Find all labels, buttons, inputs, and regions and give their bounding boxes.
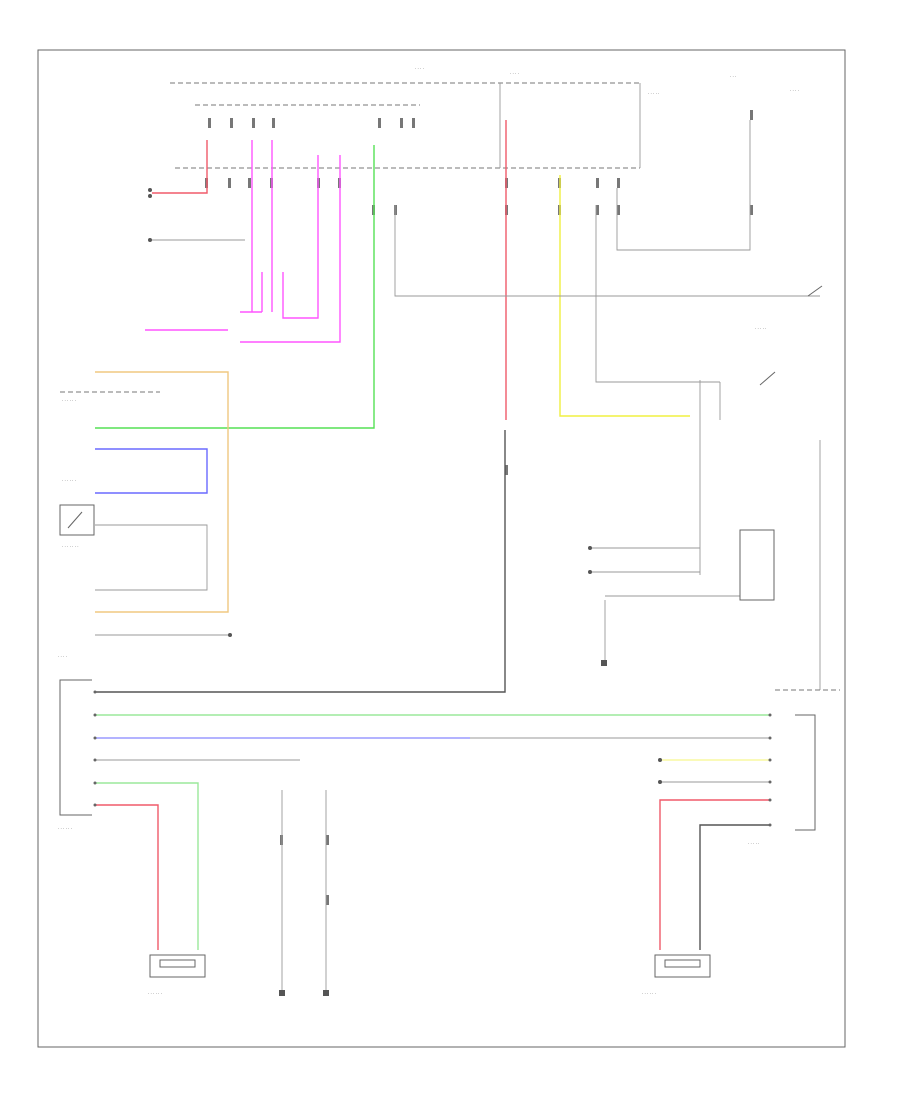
wire-gray-5 <box>95 524 208 591</box>
fuse-note: · · · · <box>790 88 799 93</box>
ecu-left-note: · · · · · · <box>58 826 72 831</box>
wire-red-right-sensor <box>659 799 770 950</box>
wire-red-left-sensor <box>95 804 159 950</box>
junction-label: · · · · <box>415 66 424 71</box>
wire-orange-1 <box>95 371 229 613</box>
ecu-right-note: · · · · · <box>748 841 759 846</box>
wire-gray-3 <box>595 205 720 383</box>
wire-black <box>95 120 821 995</box>
wire-orange <box>95 371 229 613</box>
ground-symbols <box>148 188 662 996</box>
wire-green-top <box>95 145 375 429</box>
left-block-note: · · · · · · <box>62 478 76 483</box>
wire-green-left-sensor <box>95 782 199 950</box>
wire-black-ecu <box>95 430 506 693</box>
wire-gray-2 <box>394 205 820 297</box>
wire-green <box>95 145 770 950</box>
left-block-label: · · · · · · <box>62 398 76 403</box>
sensor-right-label: · · · · · · <box>642 991 656 996</box>
junction-label-2: · · · · <box>510 71 519 76</box>
left-ecu-box: · · · · · · · · · · <box>58 654 92 831</box>
wire-black-right <box>699 824 770 950</box>
wire-red <box>95 120 770 950</box>
sensor-left-label: · · · · · · <box>148 991 162 996</box>
sensor-right: · · · · · · <box>642 954 711 996</box>
ecu-left-label: · · · · <box>58 654 67 659</box>
left-connector-block: · · · · · · · · · · · · · · · · · · · <box>59 391 160 549</box>
diagram-frame <box>37 49 846 1048</box>
wire-blue-loop <box>95 448 208 494</box>
sensor-left: · · · · · · <box>148 954 206 996</box>
wire-blue <box>95 448 470 739</box>
wire-yellow <box>559 175 770 761</box>
wire-pink-4 <box>282 155 319 319</box>
top-connector-pins <box>205 110 753 905</box>
wire-pink-5 <box>240 155 341 343</box>
fuse-label: · · · <box>730 74 736 79</box>
ecu-pin-dots <box>93 690 772 827</box>
wire-pink <box>145 140 341 343</box>
right-switch-label: · · · · · <box>755 326 766 331</box>
wire-yellow-main <box>559 175 690 417</box>
switch-note: · · · · · · · <box>62 544 79 549</box>
wire-gray-1 <box>616 120 751 251</box>
right-components: · · · · · · · · · · <box>739 285 840 846</box>
wire-red-top <box>152 140 208 194</box>
top-junction-block: · · · · · · · · · · · · · · · · · · · · <box>170 66 799 169</box>
junction-note: · · · · · <box>648 91 659 96</box>
